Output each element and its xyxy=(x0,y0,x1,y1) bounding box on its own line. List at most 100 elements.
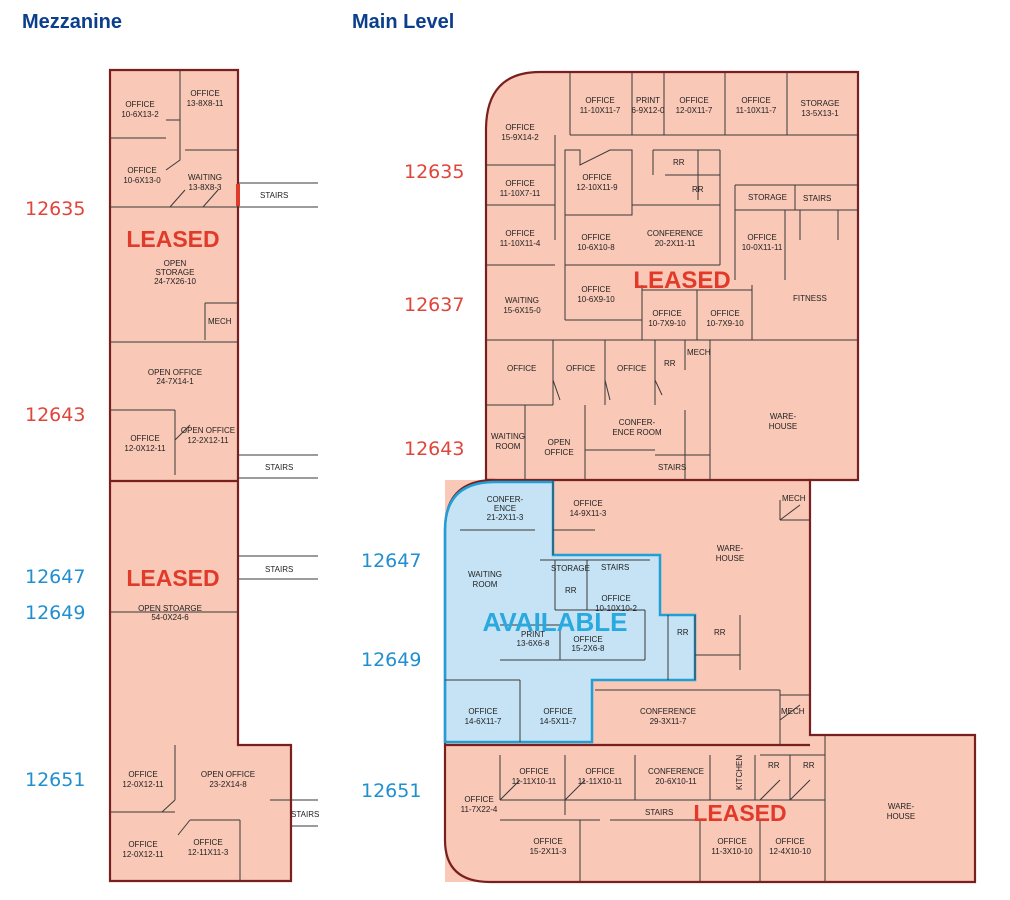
main-level-heading: Main Level xyxy=(352,11,454,33)
room-label: STAIRS xyxy=(291,810,319,819)
room-label: STAIRS xyxy=(803,194,831,203)
room-label: RR xyxy=(803,761,815,770)
room-label: STAIRS xyxy=(260,191,288,200)
mezzanine-heading: Mezzanine xyxy=(22,11,122,33)
mezz-address-12649: 12649 xyxy=(25,602,85,624)
main-address-12637: 12637 xyxy=(404,294,464,316)
room-label: RR xyxy=(673,158,685,167)
mezz-address-12643: 12643 xyxy=(25,404,85,426)
mezz-leased-label-top: LEASED xyxy=(126,226,219,252)
room-label: RR xyxy=(692,185,704,194)
room-label: STORAGE xyxy=(551,564,590,573)
room-label: MECH xyxy=(208,317,232,326)
room-label: OFFICE xyxy=(617,364,646,373)
main-address-12635: 12635 xyxy=(404,161,464,183)
room-label: STAIRS xyxy=(265,463,293,472)
room-label: FITNESS xyxy=(793,294,827,303)
room-label: OFFICE xyxy=(566,364,595,373)
room-label: STAIRS xyxy=(601,563,629,572)
room-label: OFFICE xyxy=(507,364,536,373)
room-label: RR xyxy=(664,359,676,368)
mezz-address-12651: 12651 xyxy=(25,769,85,791)
room-label: STAIRS xyxy=(658,463,686,472)
room-label: MECH xyxy=(782,494,806,503)
mezz-address-12635: 12635 xyxy=(25,198,85,220)
main-address-12643: 12643 xyxy=(404,438,464,460)
room-label: RR xyxy=(565,586,577,595)
main-address-12651: 12651 xyxy=(361,780,421,802)
room-label: RR xyxy=(768,761,780,770)
main-leased-label-bottom: LEASED xyxy=(693,800,786,826)
room-label: KITCHEN xyxy=(735,755,744,790)
room-label: CONFER-ENCE ROOM xyxy=(612,418,662,437)
mezz-address-12647: 12647 xyxy=(25,566,85,588)
room-label: MECH xyxy=(781,707,805,716)
room-label: RR xyxy=(714,628,726,637)
mezz-leased-label-bottom: LEASED xyxy=(126,565,219,591)
room-label: MECH xyxy=(687,348,711,357)
room-label: WARE-HOUSE xyxy=(887,802,915,821)
room-label: STAIRS xyxy=(645,808,673,817)
room-label: STAIRS xyxy=(265,565,293,574)
room-label: STORAGE xyxy=(748,193,787,202)
room-label: RR xyxy=(677,628,689,637)
room-label: WARE-HOUSE xyxy=(716,544,744,563)
room-label: WARE-HOUSE xyxy=(769,412,797,431)
main-address-12647: 12647 xyxy=(361,550,421,572)
available-label: AVAILABLE xyxy=(483,607,628,637)
main-address-12649: 12649 xyxy=(361,649,421,671)
mezzanine-plan xyxy=(108,68,318,883)
main-leased-label-top: LEASED xyxy=(633,267,730,294)
main-level-plan xyxy=(443,70,977,884)
